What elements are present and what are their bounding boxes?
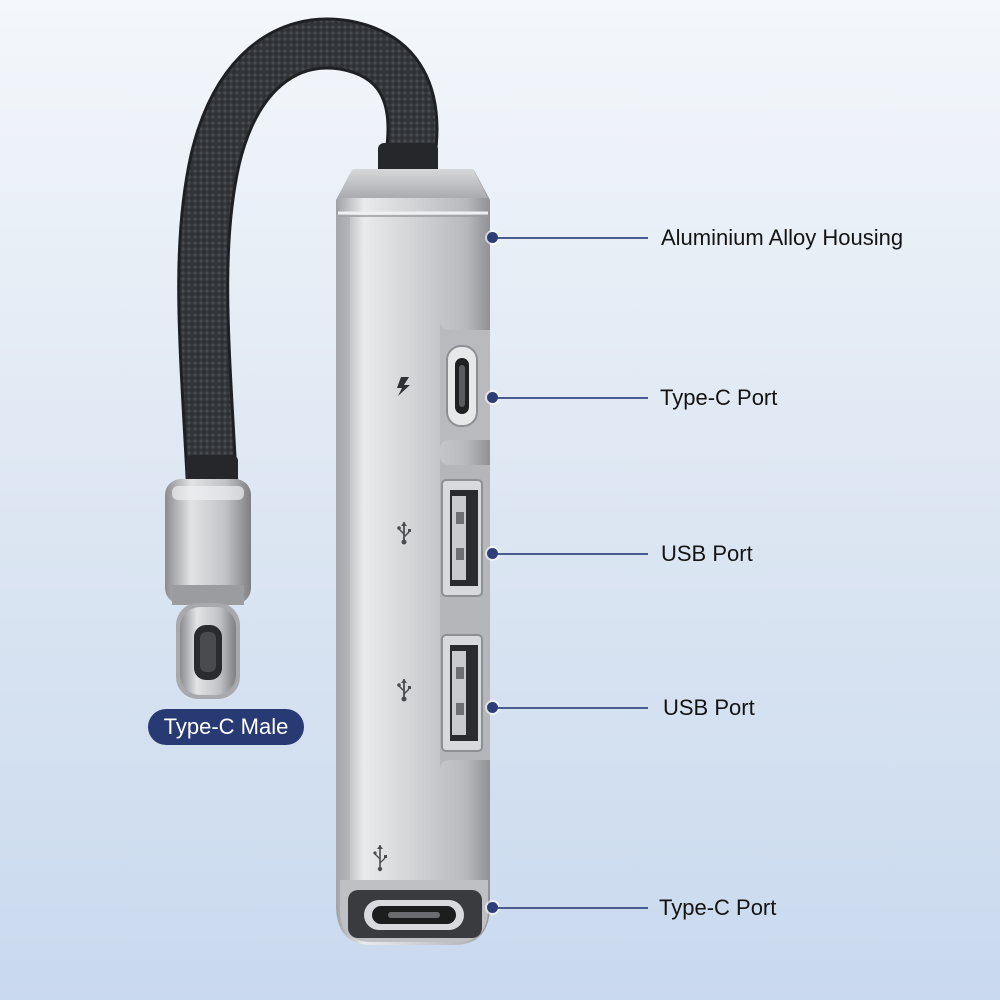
callout-type-c-port-bottom: Type-C Port — [487, 896, 807, 920]
callout-dot — [487, 902, 498, 913]
label-usb-port-1: USB Port — [661, 541, 753, 566]
usb-icon — [397, 679, 411, 702]
label-type-c-port-top: Type-C Port — [660, 385, 778, 410]
callout-line — [498, 237, 648, 239]
callout-dot — [487, 702, 498, 713]
callout-type-c-port-top: Type-C Port — [487, 386, 807, 410]
callout-line — [498, 707, 648, 709]
label-type-c-port-bottom: Type-C Port — [659, 895, 777, 920]
lightning-icon — [397, 377, 410, 396]
hub-body — [336, 169, 490, 945]
label-usb-port-2: USB Port — [663, 695, 755, 720]
type-c-male-plug — [165, 479, 251, 699]
ss-usb-icon — [373, 845, 387, 872]
usb-icon — [397, 522, 411, 545]
label-aluminium-housing: Aluminium Alloy Housing — [661, 225, 904, 250]
type-c-male-badge: Type-C Male — [148, 709, 304, 745]
callout-line — [498, 553, 648, 555]
callout-dot — [487, 548, 498, 559]
callout-line — [498, 397, 648, 399]
callout-line — [498, 907, 648, 909]
callout-housing: Aluminium Alloy Housing — [487, 226, 957, 250]
callout-dot — [487, 392, 498, 403]
callout-usb-port-1: USB Port — [487, 542, 787, 566]
callout-dot — [487, 232, 498, 243]
callout-usb-port-2: USB Port — [487, 696, 787, 720]
